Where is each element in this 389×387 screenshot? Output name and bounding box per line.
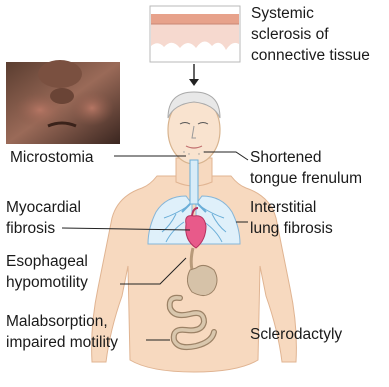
label-microstomia: Microstomia <box>10 149 94 166</box>
tissue-section-illustration <box>150 6 240 62</box>
label-sclerodactyly: Sclerodactyly <box>250 326 342 343</box>
label-esophageal-hypomotility: Esophageal hypomotility <box>6 253 92 291</box>
esophagus <box>191 248 193 270</box>
stomach <box>187 265 217 295</box>
face-photo-illustration <box>6 60 120 144</box>
label-shortened-frenulum: Shortened tongue frenulum <box>250 149 362 187</box>
label-systemic-sclerosis: Systemic sclerosis of connective tissue <box>251 5 370 64</box>
arrow-down-icon <box>189 64 199 86</box>
label-myocardial-fibrosis: Myocardial fibrosis <box>6 199 85 237</box>
